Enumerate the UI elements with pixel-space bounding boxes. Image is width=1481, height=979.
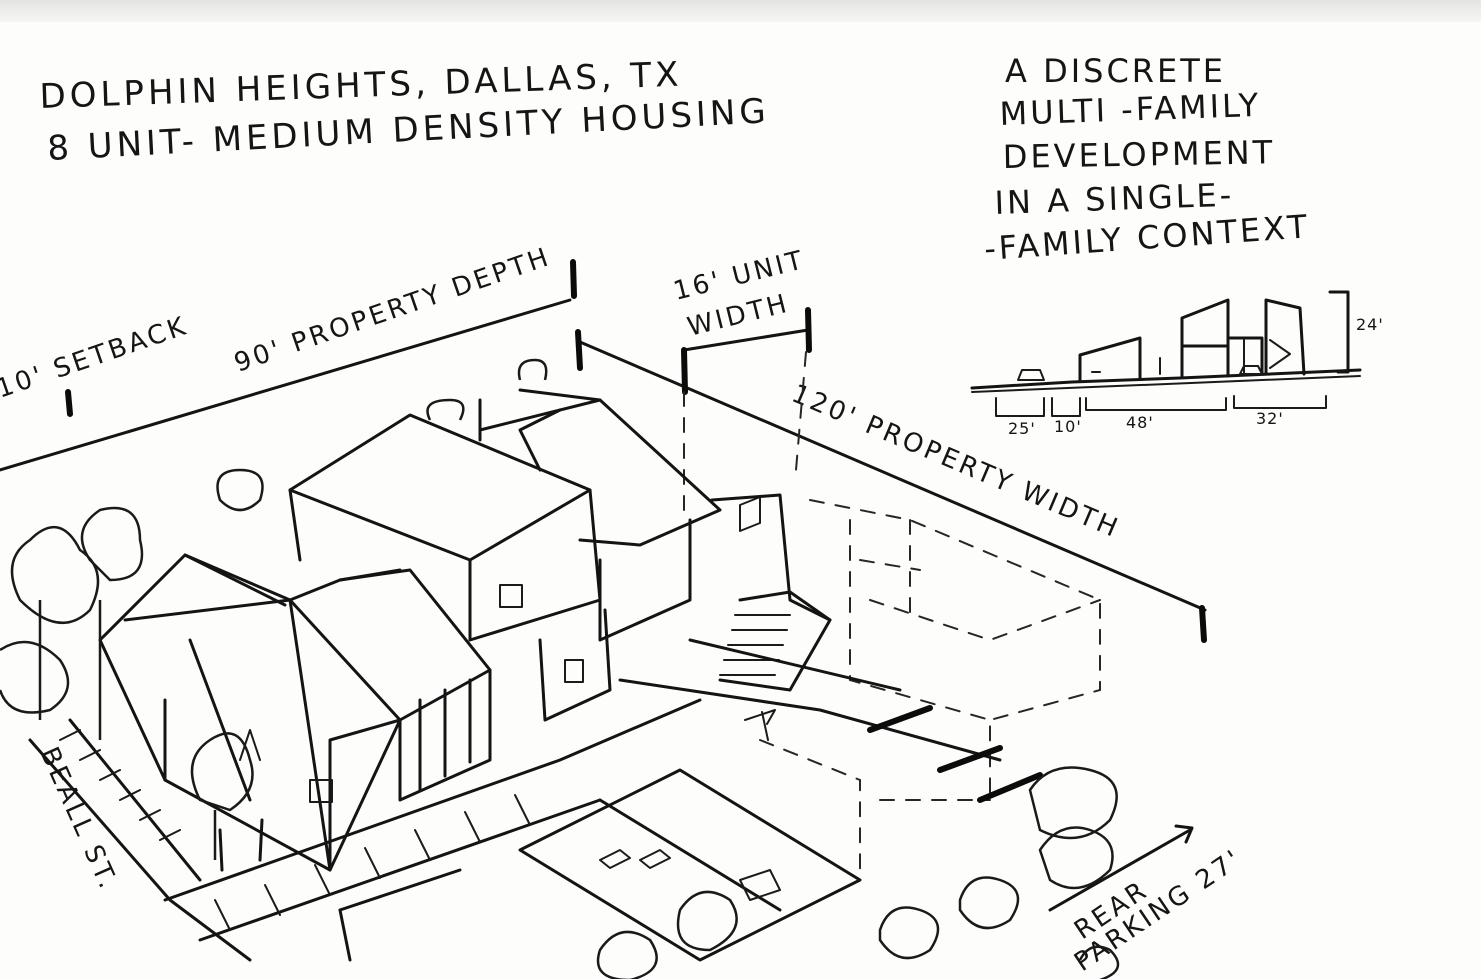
width-tick-left — [575, 329, 583, 371]
width-tick-right — [1199, 605, 1207, 643]
setback-tick — [65, 389, 73, 417]
tagline-line-1: A DISCRETE — [1005, 52, 1226, 90]
section-seg-3: 48' — [1126, 413, 1154, 432]
property-depth-label: 90' PROPERTY DEPTH — [231, 242, 555, 379]
tagline-line-3: DEVELOPMENT — [1002, 133, 1275, 176]
section-seg-1: 25' — [1008, 419, 1036, 438]
tagline-line-2: MULTI -FAMILY — [999, 86, 1262, 133]
townhouse-cluster — [98, 388, 1101, 881]
depth-tick — [570, 259, 577, 299]
scan-edge — [0, 0, 1481, 22]
street-name-label: BEALL ST. — [34, 743, 124, 896]
property-width-label: 120' PROPERTY WIDTH — [787, 379, 1124, 545]
trees — [0, 358, 1120, 979]
section-seg-2: 10' — [1054, 417, 1082, 436]
property-width-line — [578, 340, 1207, 612]
unit-width-line — [682, 328, 810, 352]
rear-parking-line — [1048, 828, 1192, 912]
section-height-label: 24' — [1356, 315, 1384, 334]
section-seg-4: 32' — [1256, 409, 1284, 428]
setback-label: 10' SETBACK — [0, 311, 192, 405]
section-sketch: 24' 25' 10' 48' 32' — [970, 290, 1384, 438]
site-ground — [28, 638, 1043, 962]
unit-width-label-1: 16' UNIT — [670, 245, 808, 307]
tagline-line-4: IN A SINGLE- — [994, 176, 1235, 222]
property-depth-line — [0, 298, 572, 472]
